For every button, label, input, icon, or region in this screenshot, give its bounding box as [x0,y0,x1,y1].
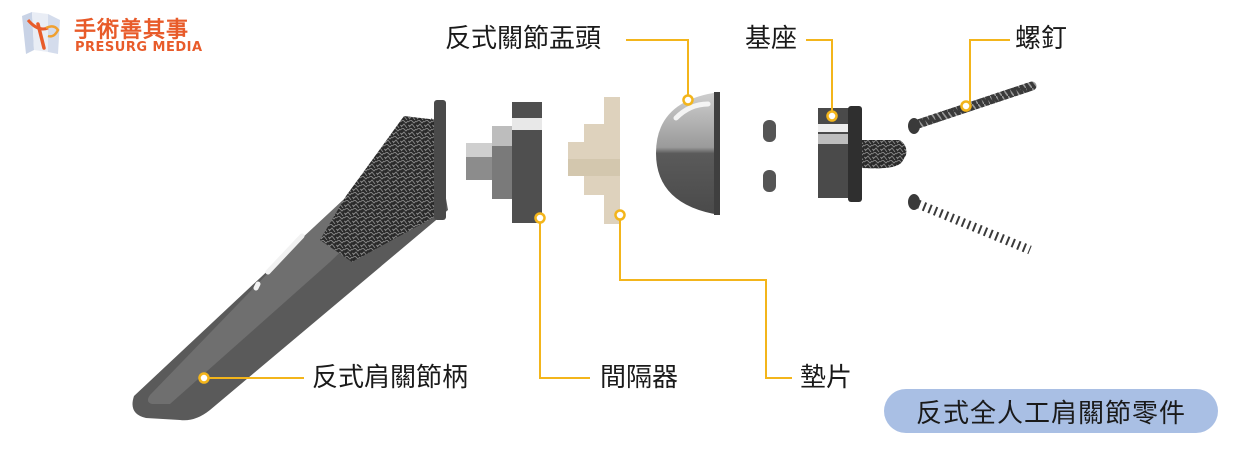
callout-line-spacer [539,218,590,379]
liner [568,97,620,224]
logo-name-cn: 手術善其事 [74,18,190,43]
hand-scalpel-logo-icon [22,12,60,54]
callout-dot-glenosphere [682,94,694,106]
connector-pin-top [763,120,776,142]
callout-line-baseplate [806,39,833,114]
logo-name-en: PRESURG MEDIA [75,40,203,55]
label-spacer: 間隔器 [600,363,679,393]
callout-dot-screw [960,100,972,112]
callout-dot-spacer [534,212,546,224]
label-screw: 螺釘 [1015,24,1068,54]
baseplate [818,106,907,202]
logo[interactable]: 手術善其事 PRESURG MEDIA [18,10,208,60]
label-liner: 墊片 [800,363,853,393]
callout-dot-baseplate [826,110,838,122]
callout-dot-liner [614,209,626,221]
label-stem: 反式肩關節柄 [312,363,469,393]
callout-dot-stem [198,372,210,384]
callout-line-screw [969,39,1010,104]
screw-lower [908,194,1032,255]
glenosphere [656,92,720,215]
screw-upper [908,81,1037,134]
label-glenosphere: 反式關節盂頭 [445,24,602,54]
spacer [466,102,542,223]
callout-line-liner [619,215,792,379]
title-badge: 反式全人工肩關節零件 [884,389,1218,433]
label-baseplate: 基座 [745,24,798,54]
callout-line-glenosphere [626,39,689,100]
connector-pin-bottom [763,170,776,192]
humeral-stem [132,100,448,421]
